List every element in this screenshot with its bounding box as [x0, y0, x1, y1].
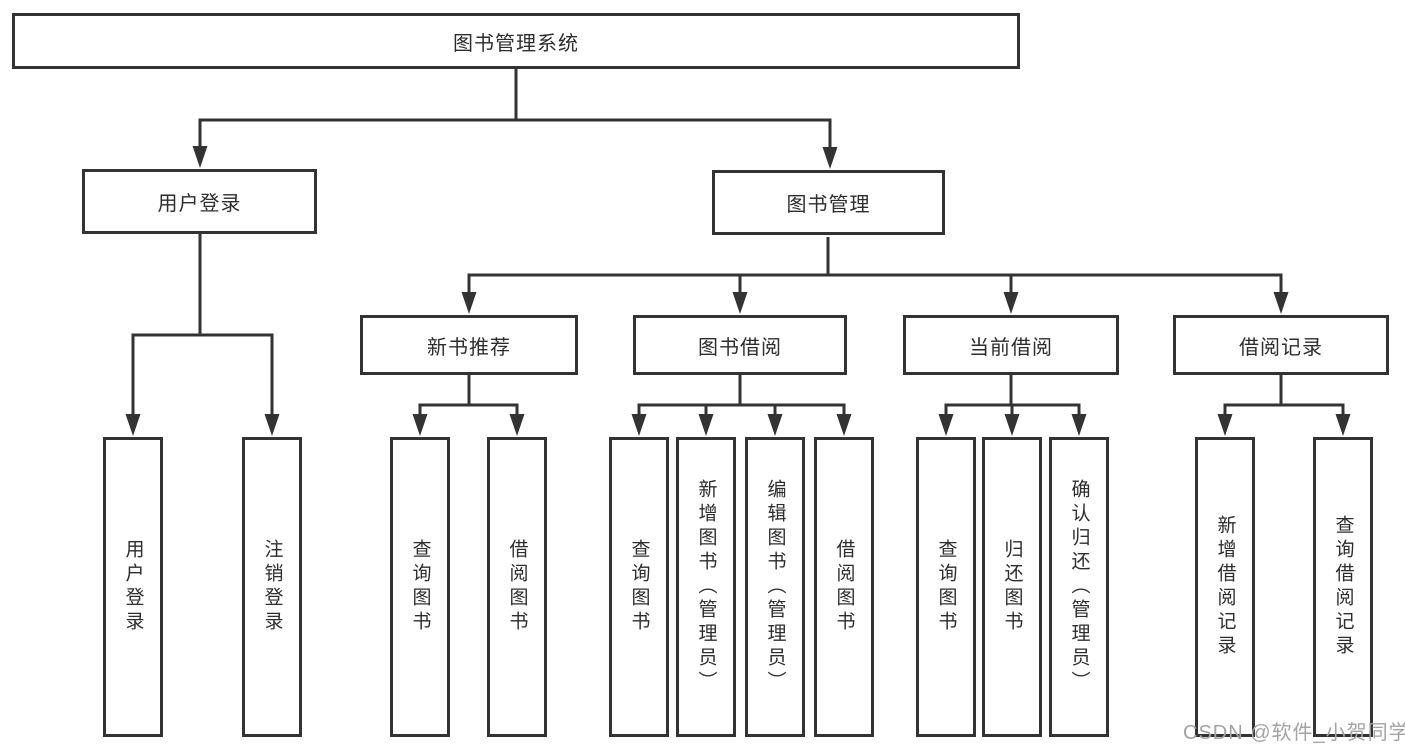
node-user-login: 用户登录: [82, 169, 317, 234]
leaf-query-borrow-record: 查询借阅记录: [1313, 437, 1373, 737]
node-library-management-system: 图书管理系统: [12, 13, 1020, 69]
leaf-query-books-1: 查询图书: [390, 437, 450, 737]
leaf-query-books-2: 查询图书: [609, 437, 669, 737]
node-new-book-recommendation: 新书推荐: [360, 315, 578, 375]
leaf-query-books-3: 查询图书: [916, 437, 976, 737]
node-borrowing-records: 借阅记录: [1173, 315, 1389, 375]
leaf-return-book: 归还图书: [982, 437, 1042, 737]
leaf-borrow-books-1: 借阅图书: [487, 437, 547, 737]
node-book-management: 图书管理: [712, 170, 945, 235]
leaf-borrow-books-2: 借阅图书: [814, 437, 874, 737]
node-current-borrowing: 当前借阅: [903, 315, 1119, 375]
leaf-logout: 注销登录: [242, 437, 302, 737]
leaf-confirm-return-admin: 确认归还（管理员）: [1049, 437, 1109, 737]
leaf-edit-book-admin: 编辑图书（管理员）: [745, 437, 805, 737]
leaf-user-login: 用户登录: [103, 437, 163, 737]
leaf-add-book-admin: 新增图书（管理员）: [676, 437, 736, 737]
watermark-text: CSDN @软件_小贺同学: [1183, 722, 1405, 744]
arrowhead-icons: [125, 146, 1351, 436]
leaf-add-borrow-record: 新增借阅记录: [1195, 437, 1255, 737]
node-book-borrowing: 图书借阅: [633, 315, 847, 375]
